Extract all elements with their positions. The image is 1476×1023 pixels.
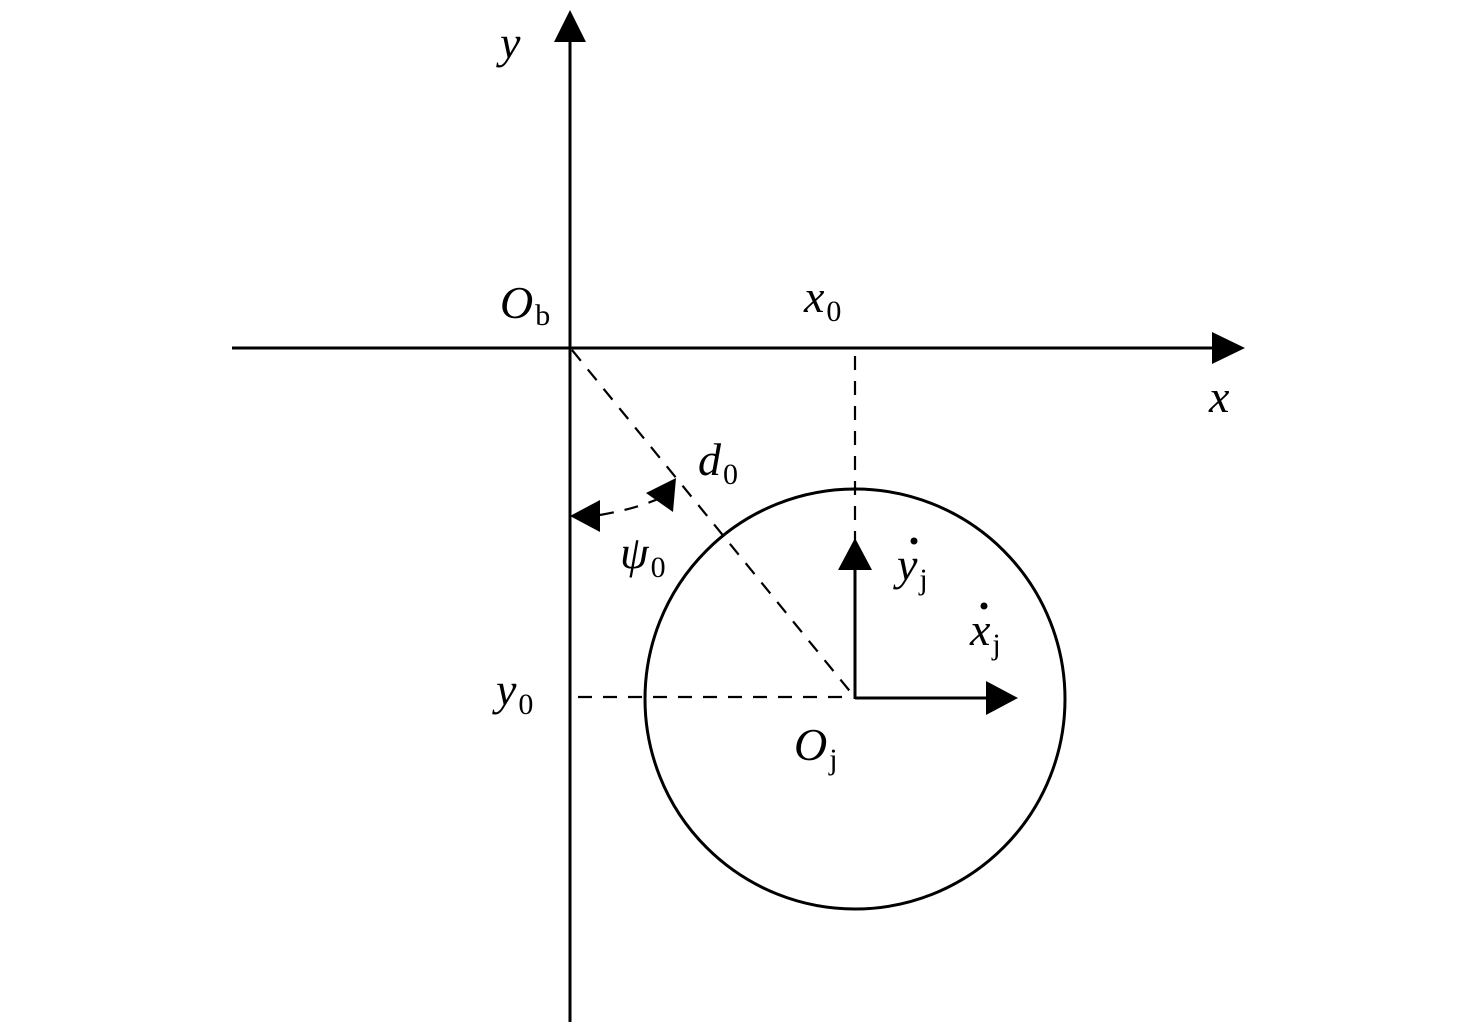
x-axis-arrowhead bbox=[1212, 332, 1245, 364]
attitude-angle-arc bbox=[599, 496, 663, 517]
origin-b-label: Ob bbox=[500, 277, 550, 332]
origin-j-label: Oj bbox=[794, 719, 838, 776]
x-axis-label: x bbox=[1208, 371, 1230, 422]
y-axis-arrowhead bbox=[554, 10, 586, 42]
x0-label: x0 bbox=[803, 271, 841, 328]
ydot-overdot bbox=[910, 537, 918, 545]
psi0-arc-arrowhead-left bbox=[570, 500, 600, 532]
y-axis-label: y bbox=[496, 17, 521, 68]
d0-label: d0 bbox=[698, 434, 738, 491]
xdot-j-label: xj bbox=[969, 604, 1001, 661]
ydot-j-label: yj bbox=[893, 539, 928, 596]
psi0-label: ψ0 bbox=[620, 527, 666, 584]
psi0-arc-arrowhead-right bbox=[646, 478, 676, 512]
xdot-velocity-arrowhead bbox=[986, 681, 1018, 715]
xdot-overdot bbox=[980, 602, 988, 610]
eccentricity-dashed-line bbox=[571, 349, 854, 696]
ydot-velocity-arrowhead bbox=[838, 538, 872, 570]
y0-label: y0 bbox=[492, 664, 533, 721]
